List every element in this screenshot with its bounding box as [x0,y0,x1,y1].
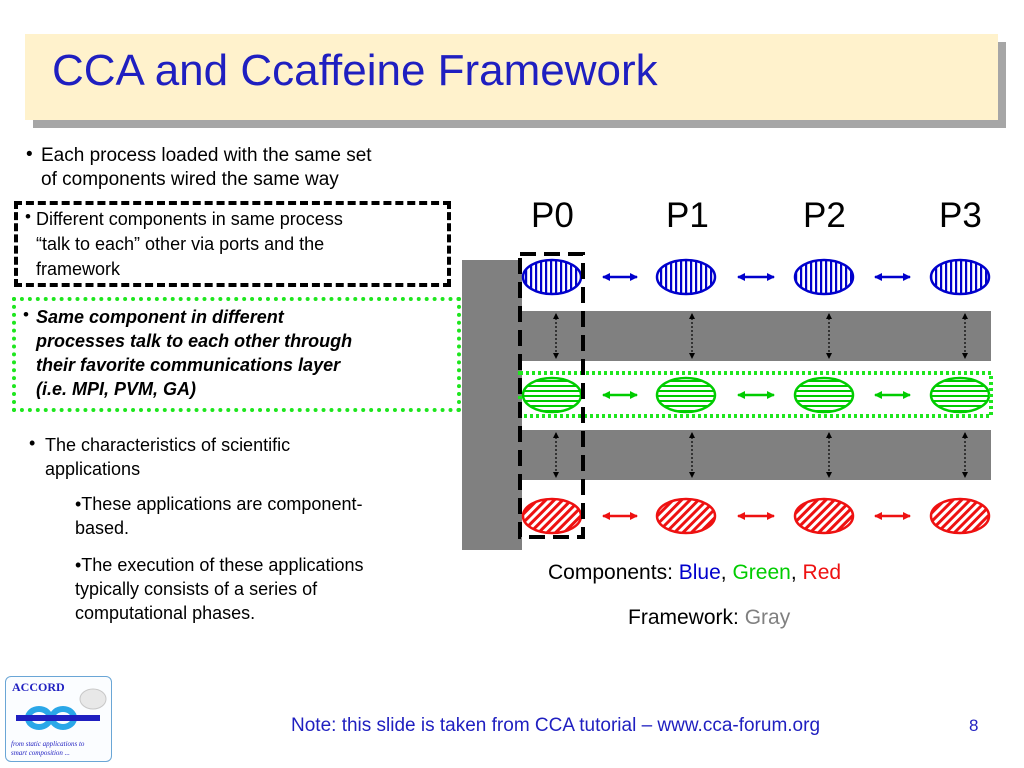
bullet-2: Different components in same process “ta… [36,207,343,282]
red-component [655,497,717,535]
bullet-1-line: of components wired the same way [41,169,339,190]
bullet-3: Same component in different processes ta… [36,305,352,401]
process-label-p1: P1 [666,196,709,235]
blue-component [521,258,583,296]
vertical-connectors [553,313,968,478]
bullet-dot: • [25,207,31,226]
green-dotted-row-highlight [518,371,993,418]
slide-title: CCA and Ccaffeine Framework [52,46,658,95]
legend-blue: Blue [678,561,721,584]
accord-logo: ACCORD from static applications to smart… [5,676,112,762]
framework-band-1 [522,311,991,361]
logo-tagline-line: smart composition ... [11,749,70,757]
process-label-p2: P2 [803,196,846,235]
bullet-1-line: Each process loaded with the same set [41,145,372,166]
dashed-highlight-box [14,201,451,287]
sub-bullet-2-line: computational phases. [75,603,256,623]
bullet-4-line: applications [45,459,141,479]
bullet-dot: • [23,305,29,324]
legend-separator: , [790,561,797,584]
blue-component [793,258,855,296]
legend-green: Green [732,561,791,584]
bullet-3-line: processes talk to each other through [36,331,353,351]
bullet-3-line: their favorite communications layer [36,355,341,375]
sub-bullet-1: •These applications are component- based… [75,492,362,540]
logo-tagline-line: from static applications to [11,740,85,748]
legend-red: Red [802,561,842,584]
footer-note: Note: this slide is taken from CCA tutor… [291,715,821,736]
sub-bullet-1-line: based. [75,518,130,538]
green-component [929,376,991,414]
blue-component [929,258,991,296]
framework-legend: Framework: Gray [628,606,790,630]
legend-separator: , [720,561,727,584]
bullet-2-line: “talk to each” other via ports and the [36,234,325,254]
sub-bullet-2: •The execution of these applications typ… [75,553,363,625]
logo-emblem-icon [16,688,107,730]
bullet-3-line: (i.e. MPI, PVM, GA) [36,379,197,399]
red-component [929,497,991,535]
process-label-p0: P0 [531,196,574,235]
framework-band-2 [522,430,991,480]
green-component [655,376,717,414]
bullet-3-line: Same component in different [36,307,284,327]
process-label-p3: P3 [939,196,982,235]
sub-bullet-2-line: •The execution of these applications [75,555,364,575]
page-number: 8 [969,716,979,735]
dotted-highlight-box [12,297,461,412]
bullet-dot: • [26,144,33,165]
p0-dashed-column-highlight [518,252,585,539]
blue-component [655,258,717,296]
bullet-4-line: The characteristics of scientific [45,435,291,455]
green-component [521,376,583,414]
red-component [521,497,583,535]
bullet-2-line: framework [36,259,121,279]
bullet-1: Each process loaded with the same set of… [41,144,372,192]
logo-name: ACCORD [12,680,65,694]
bullet-4: The characteristics of scientific applic… [45,433,290,481]
red-component [793,497,855,535]
logo-tagline: from static applications to smart compos… [11,740,84,758]
components-legend: Components: Blue, Green, Red [548,561,841,585]
title-box [25,34,998,120]
components-legend-label: Components: [548,561,673,584]
legend-gray: Gray [744,606,791,629]
bullet-2-line: Different components in same process [36,209,343,229]
framework-legend-label: Framework: [628,606,739,629]
sub-bullet-1-line: •These applications are component- [75,494,363,514]
framework-column [462,260,522,550]
green-component [793,376,855,414]
bullet-dot: • [29,433,36,453]
sub-bullet-2-line: typically consists of a series of [75,579,318,599]
